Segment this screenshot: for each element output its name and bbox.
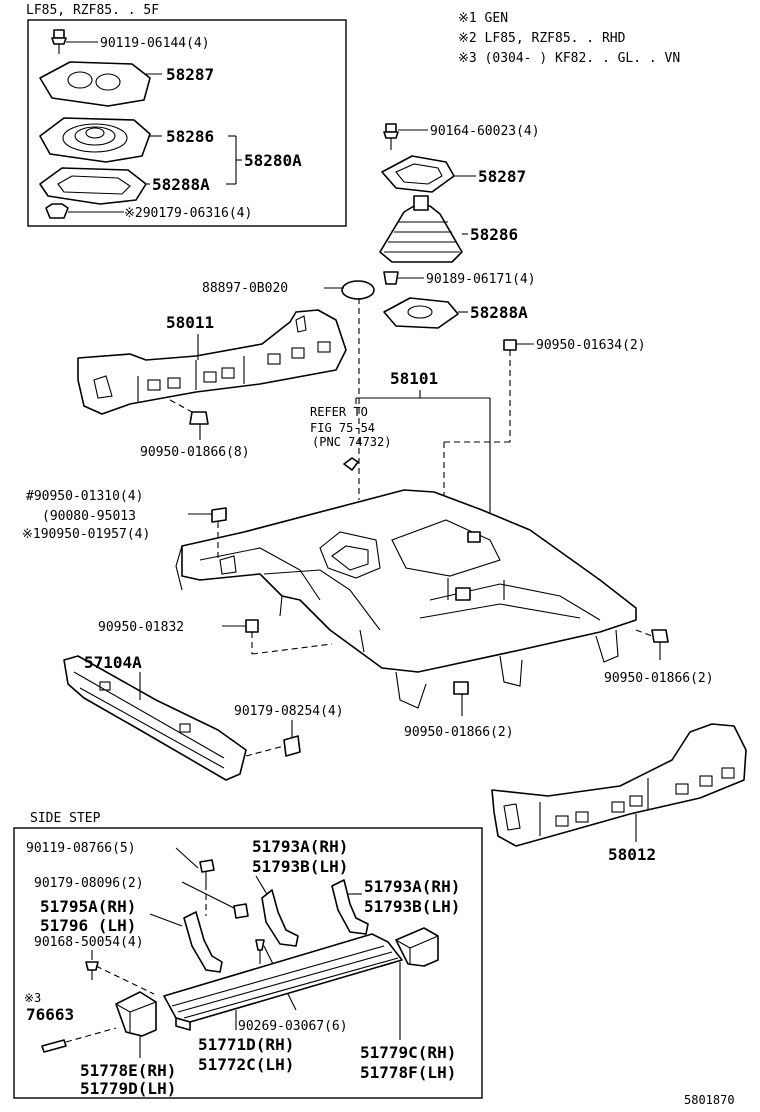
- label-90179-08096: 90179-08096(2): [34, 876, 144, 891]
- label-refer-pnc: (PNC 74732): [312, 435, 391, 449]
- end-cap-51779c: [395, 927, 439, 967]
- note-gen: ※1 GEN: [458, 11, 508, 26]
- label-90080-95013: (90080-95013: [42, 509, 136, 524]
- label-51772c: 51772C(LH): [198, 1055, 294, 1074]
- label-90119-06144: 90119-06144(4): [100, 36, 210, 51]
- label-58011: 58011: [166, 313, 214, 332]
- plate-58287: [381, 155, 455, 193]
- label-90950-01634: 90950-01634(2): [536, 338, 646, 353]
- label-51793a-rh-2: 51793A(RH): [364, 877, 460, 896]
- bolt-90164: [383, 123, 399, 150]
- label-51796: 51796 (LH): [40, 916, 136, 935]
- label-inset-58287: 58287: [166, 65, 214, 84]
- label-90950-01310: #90950-01310(4): [26, 489, 143, 504]
- label-58288a: 58288A: [470, 303, 528, 322]
- side-step-frame: [13, 827, 483, 1099]
- label-inset-58280a: 58280A: [244, 151, 302, 170]
- bolt-90168-50054: [85, 961, 99, 980]
- label-90189-06171: 90189-06171(4): [426, 272, 536, 287]
- label-refer-to: REFER TO: [310, 405, 368, 419]
- bracket-51793-1: [261, 889, 299, 947]
- label-76663: 76663: [26, 1005, 74, 1024]
- step-51771d: [163, 933, 403, 1031]
- label-90950-01832: 90950-01832: [98, 620, 184, 635]
- plug-90950-01866-center: [453, 681, 469, 695]
- floor-58101: [175, 489, 637, 709]
- label-90179-06316: ※290179-06316(4): [124, 206, 252, 221]
- label-57104a: 57104A: [84, 653, 142, 672]
- note-rhd: ※2 LF85, RZF85. . RHD: [458, 31, 626, 46]
- inset-boot-58286: [39, 117, 151, 163]
- bracket-51795a: [183, 911, 223, 973]
- label-90950-01866-2-center: 90950-01866(2): [404, 725, 514, 740]
- label-58286: 58286: [470, 225, 518, 244]
- inset-bolt: [51, 29, 67, 54]
- label-51793b-lh-1: 51793B(LH): [252, 857, 348, 876]
- plug-90950-01866-right: [651, 629, 669, 643]
- retainer-58288a: [383, 297, 459, 329]
- label-90950-01866-2-right: 90950-01866(2): [604, 671, 714, 686]
- label-inset-58286: 58286: [166, 127, 214, 146]
- inset-top-frame: [27, 19, 347, 227]
- panel-58012: [491, 723, 747, 847]
- label-58287: 58287: [478, 167, 526, 186]
- plug-90950-01310: [211, 507, 227, 523]
- inset-retainer-58288a: [39, 167, 147, 205]
- label-51793b-lh-2: 51793B(LH): [364, 897, 460, 916]
- clip-90189: [383, 271, 399, 285]
- clip-90179-08254: [283, 735, 301, 757]
- cap-88897: [341, 280, 375, 300]
- label-58101: 58101: [390, 369, 438, 388]
- label-side-note3: ※3: [24, 991, 41, 1005]
- bolt-90119-08766: [199, 859, 215, 884]
- bracket-51793-2: [331, 879, 369, 935]
- label-51779c: 51779C(RH): [360, 1043, 456, 1062]
- label-90950-01866-8: 90950-01866(8): [140, 445, 250, 460]
- label-inset-58288a: 58288A: [152, 175, 210, 194]
- crossmember-57104a: [63, 655, 247, 781]
- label-51778f: 51778F(LH): [360, 1063, 456, 1082]
- label-90168-50054: 90168-50054(4): [34, 935, 144, 950]
- inset-plate-58287: [39, 61, 151, 107]
- label-51771d: 51771D(RH): [198, 1035, 294, 1054]
- label-90119-08766: 90119-08766(5): [26, 841, 136, 856]
- figure-id: 5801870: [684, 1093, 735, 1107]
- label-90950-01957: ※190950-01957(4): [22, 527, 150, 542]
- label-refer-fig: FIG 75-54: [310, 421, 375, 435]
- plug-90950-01832: [245, 619, 259, 633]
- inset-top-title: LF85, RZF85. . 5F: [26, 3, 159, 18]
- label-51778e: 51778E(RH): [80, 1061, 176, 1080]
- panel-58011: [77, 309, 347, 415]
- plug-90950-01634: [503, 339, 517, 351]
- label-51795a: 51795A(RH): [40, 897, 136, 916]
- label-58012: 58012: [608, 845, 656, 864]
- label-90164-60023: 90164-60023(4): [430, 124, 540, 139]
- label-90179-08254: 90179-08254(4): [234, 704, 344, 719]
- boot-58286: [379, 195, 463, 263]
- pin-90269: [255, 939, 265, 964]
- label-51779d: 51779D(LH): [80, 1079, 176, 1098]
- end-cap-51778e: [115, 991, 157, 1037]
- label-51793a-rh-1: 51793A(RH): [252, 837, 348, 856]
- inset-clip: [45, 203, 69, 219]
- label-90269-03067: 90269-03067(6): [238, 1019, 348, 1034]
- note-vn: ※3 (0304- ) KF82. . GL. . VN: [458, 51, 680, 66]
- side-step-title: SIDE STEP: [30, 811, 101, 826]
- label-88897-0b020: 88897-0B020: [202, 281, 288, 296]
- nut-90179-08096: [233, 903, 249, 919]
- clip-76663: [41, 1039, 67, 1053]
- plug-90950-01866-left: [189, 411, 209, 425]
